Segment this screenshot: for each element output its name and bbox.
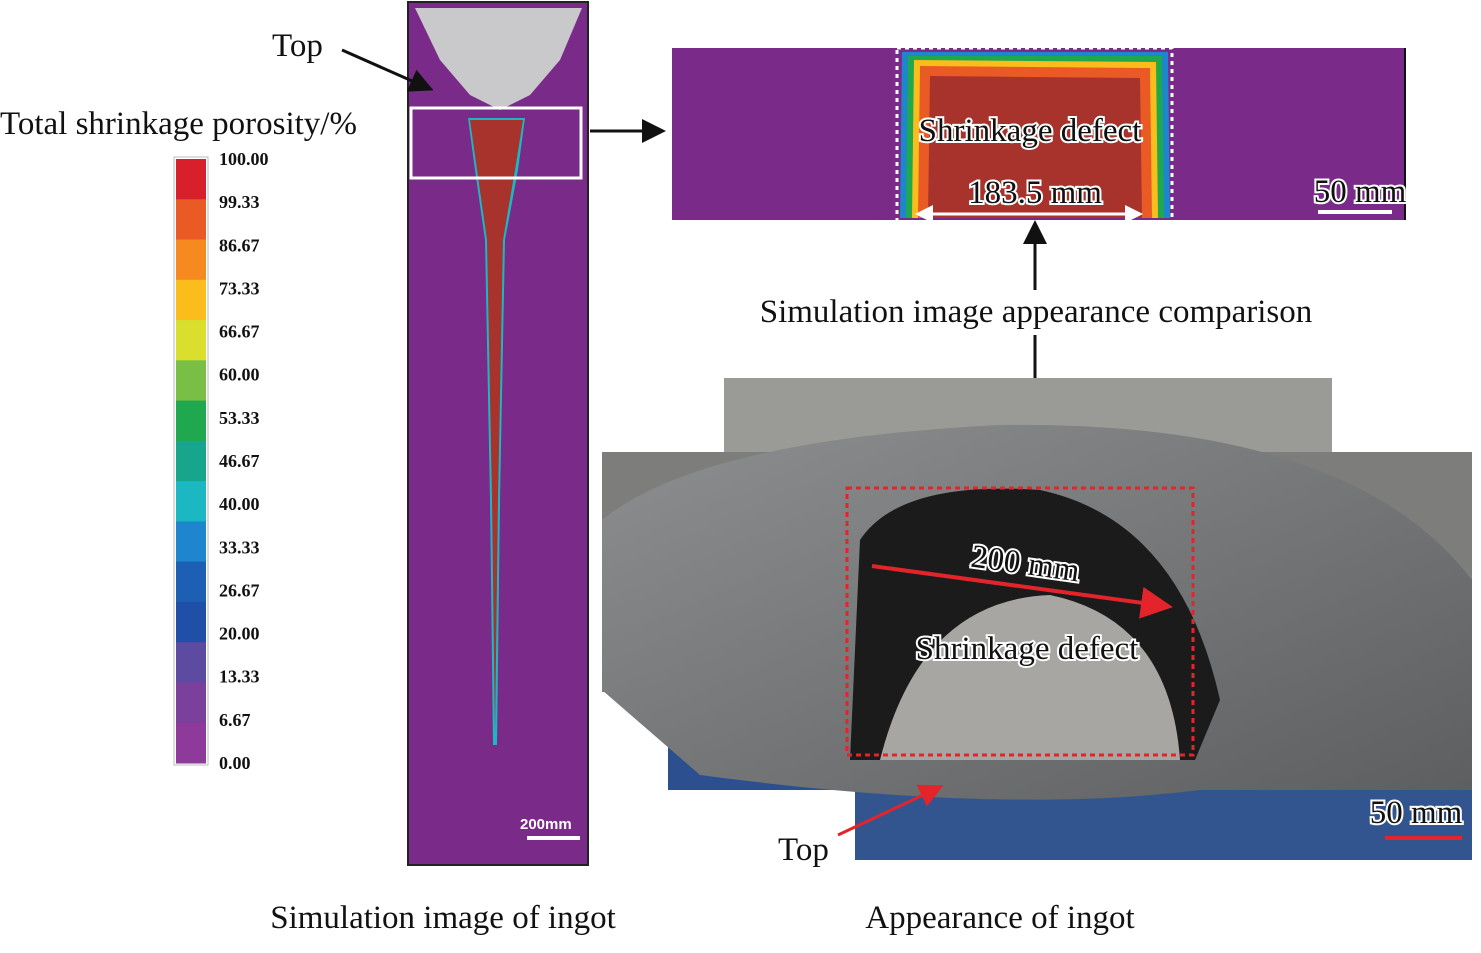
defect-label-sim: Shrinkage defect <box>919 113 1142 149</box>
legend-value: 46.67 <box>219 451 260 471</box>
sim-width-label: 183.5 mm <box>968 175 1102 211</box>
legend-value: 86.67 <box>219 235 260 255</box>
legend-swatch <box>176 682 206 724</box>
legend-value: 73.33 <box>219 278 260 298</box>
legend-swatch <box>176 360 206 402</box>
caption-simulation: Simulation image of ingot <box>270 900 616 936</box>
top-arrow-photo <box>837 784 944 837</box>
caption-appearance: Appearance of ingot <box>865 900 1134 936</box>
legend-swatch <box>176 561 206 603</box>
comparison-label: Simulation image appearance comparison <box>760 294 1313 330</box>
legend-swatch <box>176 279 206 321</box>
zoom-scale-label: 50 mm <box>1314 174 1407 210</box>
legend-value: 99.33 <box>219 192 260 212</box>
legend-swatch <box>176 722 206 764</box>
legend-value: 13.33 <box>219 667 260 687</box>
top-arrow-sim <box>341 48 434 92</box>
legend-value: 53.33 <box>219 408 260 428</box>
legend-value: 40.00 <box>219 494 260 514</box>
legend-swatch <box>176 239 206 281</box>
sim-scale-bar <box>527 836 580 840</box>
legend-value: 20.00 <box>219 624 260 644</box>
top-label-sim: Top <box>272 28 323 64</box>
legend-value: 60.00 <box>219 365 260 385</box>
legend-swatch <box>176 521 206 563</box>
sim-scale-label: 200mm <box>520 816 572 833</box>
legend-swatch <box>176 481 206 522</box>
top-label-photo: Top <box>778 832 829 868</box>
legend-swatch <box>176 320 206 361</box>
legend-swatch <box>176 642 206 683</box>
legend-value: 66.67 <box>219 322 260 342</box>
legend-value: 100.00 <box>219 149 269 169</box>
legend-value: 0.00 <box>219 753 251 773</box>
legend-value: 26.67 <box>219 580 260 600</box>
photo-scale-label: 50 mm <box>1370 795 1463 831</box>
legend-swatch <box>176 159 206 200</box>
legend-value: 33.33 <box>219 537 260 557</box>
zoomed-simulation: Shrinkage defect 183.5 mm 50 mm <box>672 46 1409 230</box>
legend-swatch <box>176 199 206 241</box>
legend-swatch <box>176 440 206 482</box>
photo-width-arrow <box>871 564 1173 619</box>
legend-title: Total shrinkage porosity/% <box>0 106 357 142</box>
colorbar-legend: 100.00 99.33 86.67 73.33 66.67 60.00 53.33 46.6… <box>173 149 269 773</box>
defect-label-photo: Shrinkage defect <box>916 631 1139 667</box>
ingot-photo: 200 mm Shrinkage defect 50 mm <box>602 378 1472 860</box>
legend-swatch <box>176 400 206 442</box>
legend-swatch <box>176 601 206 643</box>
ingot-simulation: 200mm <box>407 1 589 866</box>
legend-value: 6.67 <box>219 710 251 730</box>
